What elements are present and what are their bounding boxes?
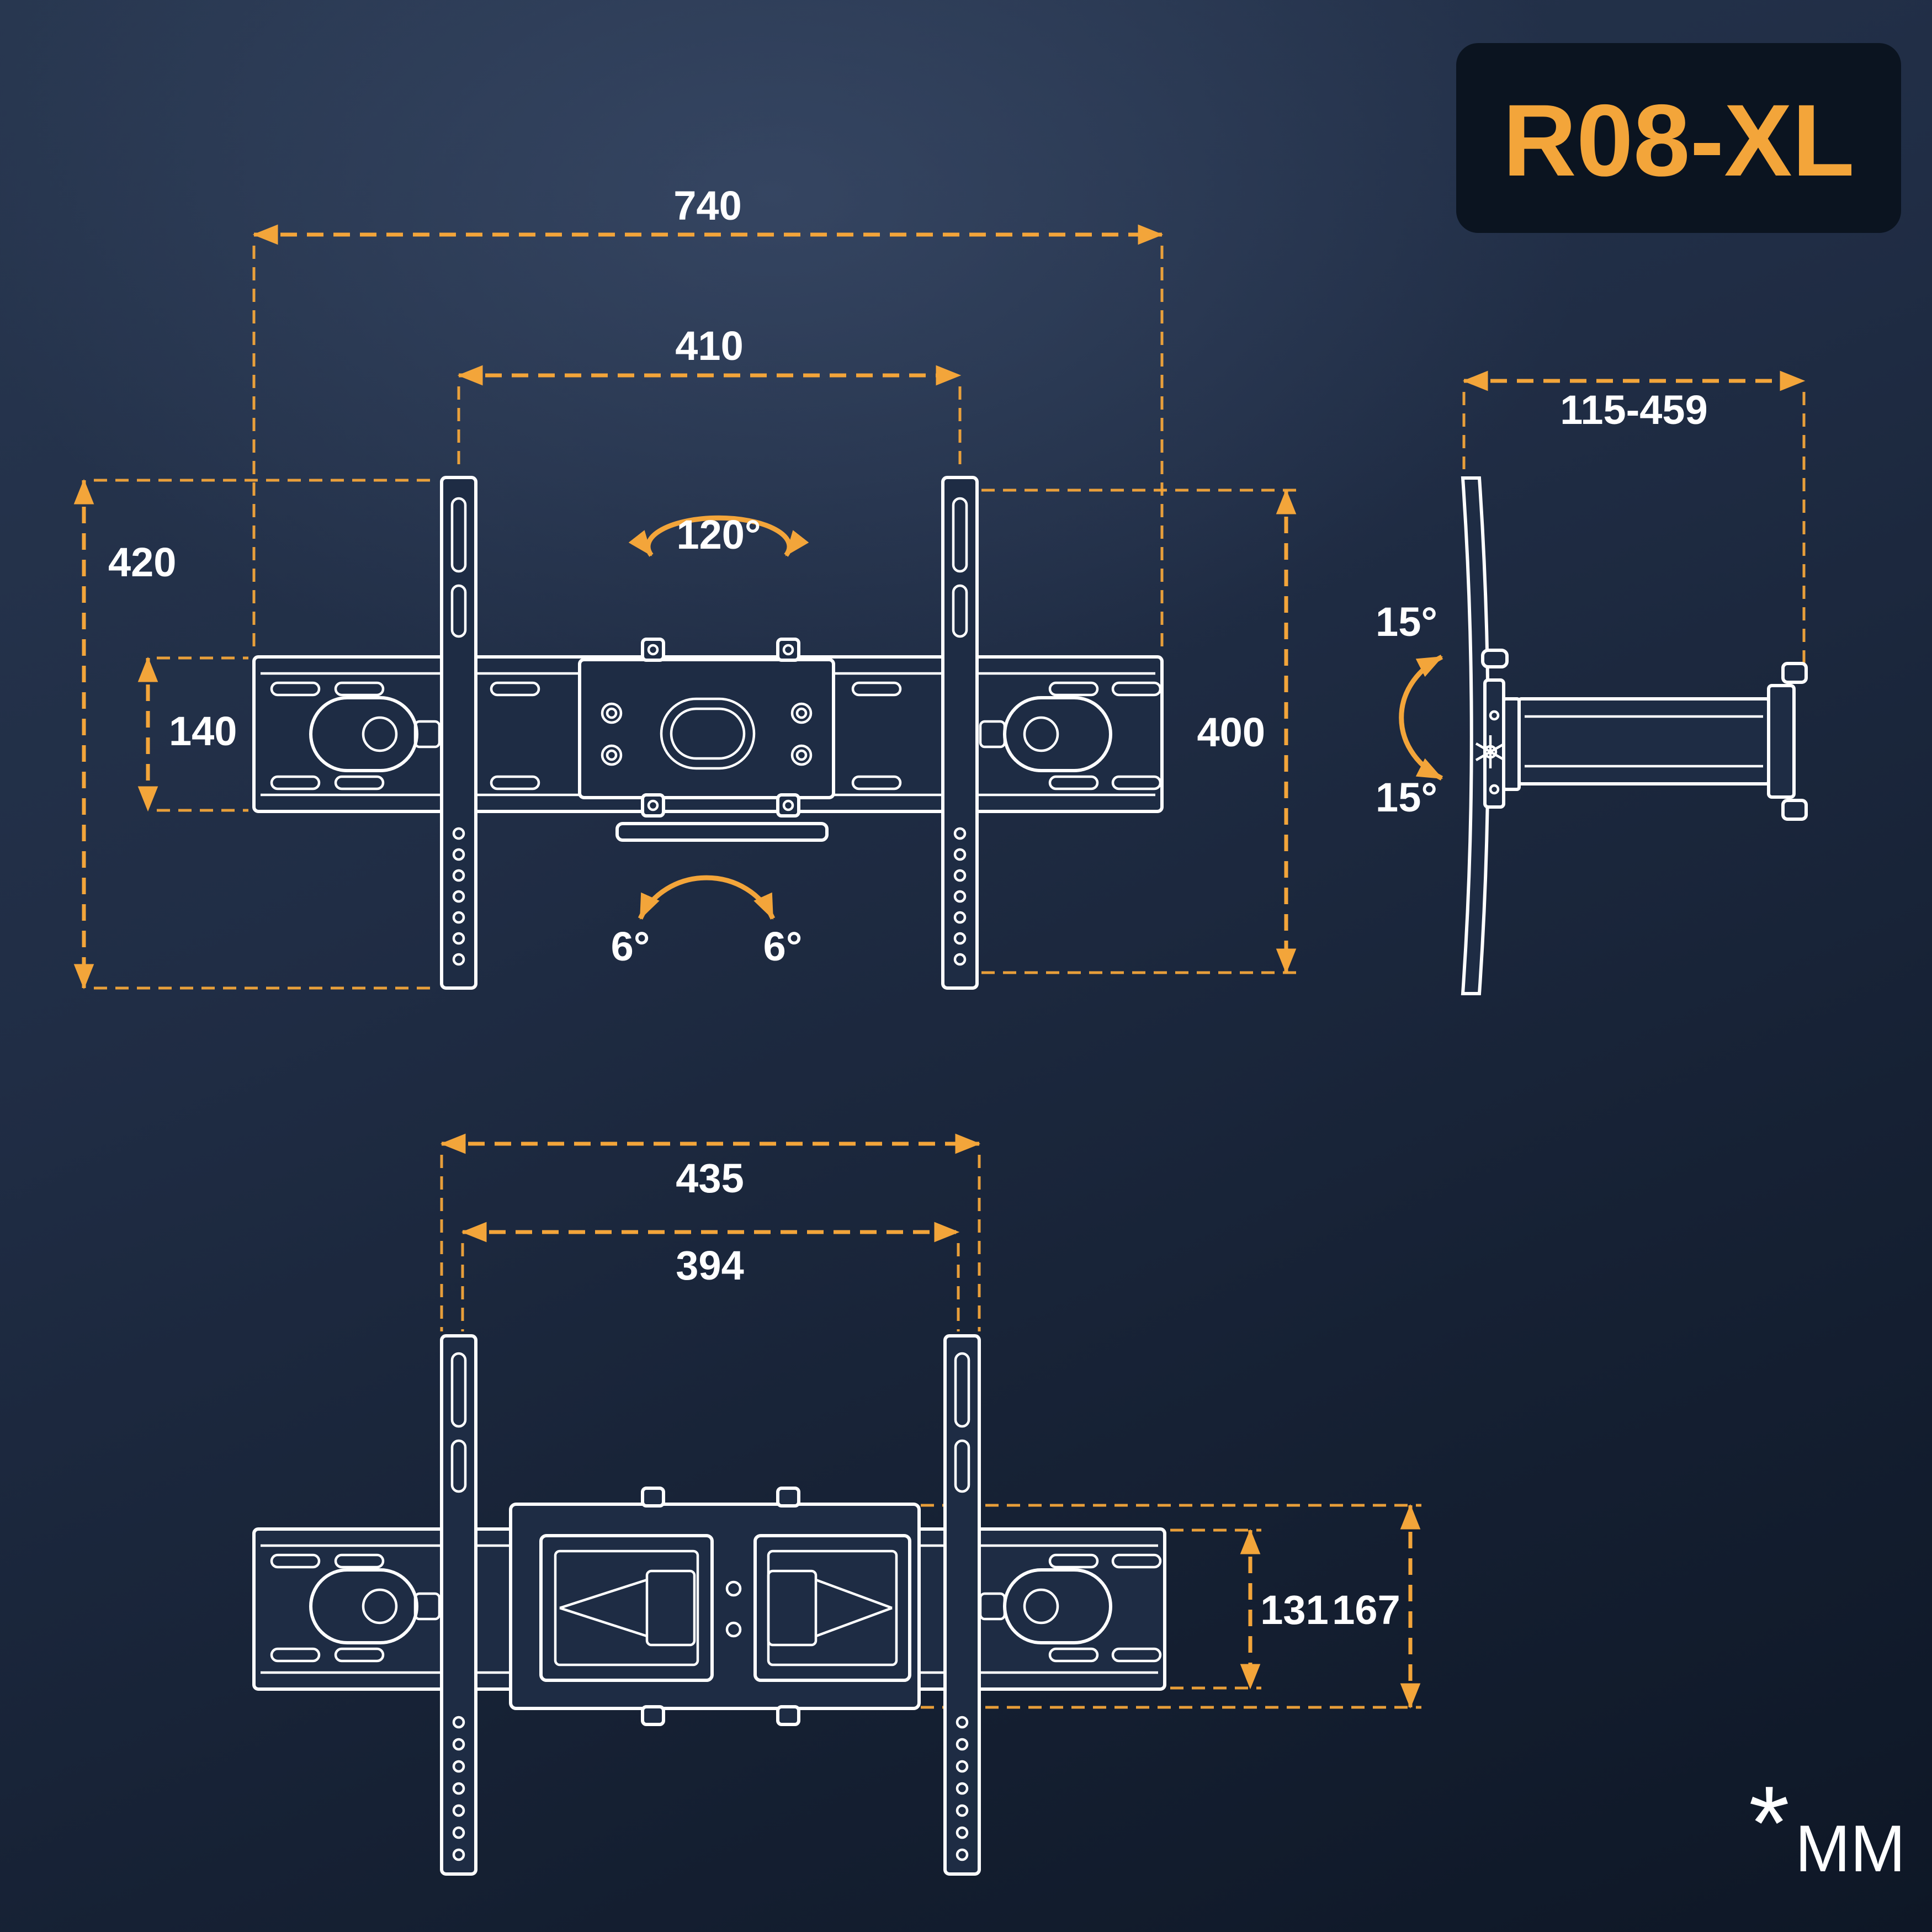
swivel-arrow bbox=[628, 515, 809, 557]
folding-arm-assembly bbox=[509, 1487, 921, 1726]
dimension-layer: 740 410 420 140 400 bbox=[73, 183, 1806, 1709]
side-view-drawing bbox=[1461, 476, 1808, 995]
tilt-bracket bbox=[615, 822, 829, 842]
model-badge-text: R08-XL bbox=[1503, 84, 1854, 198]
left-oval-slot bbox=[309, 696, 441, 772]
dim-front-total-width: 740 bbox=[252, 183, 1164, 651]
dim-label-167: 167 bbox=[1332, 1587, 1400, 1633]
dim-label-420: 420 bbox=[108, 539, 176, 585]
hinge-profile bbox=[1502, 697, 1521, 791]
dim-label-15deg-down: 15° bbox=[1376, 774, 1437, 820]
left-arm-mechanism bbox=[539, 1534, 714, 1682]
tv-rail-left bbox=[442, 477, 476, 988]
tilt-arrow bbox=[1399, 654, 1443, 781]
tv-bracket-profile bbox=[1483, 678, 1505, 809]
model-badge-background bbox=[1456, 43, 1901, 233]
tv-panel-profile bbox=[1461, 476, 1490, 995]
right-arm-mechanism bbox=[753, 1534, 911, 1682]
right-oval-slot bbox=[979, 696, 1112, 772]
dim-label-6deg-right: 6° bbox=[763, 923, 803, 969]
dim-label-140: 140 bbox=[169, 708, 237, 754]
wall-plate-slots bbox=[270, 681, 1162, 790]
dim-label-394: 394 bbox=[676, 1243, 744, 1288]
badge-layer: R08-XL * MM bbox=[1456, 43, 1906, 1886]
front-view-drawing bbox=[252, 477, 1164, 988]
dim-side-tilt: 15° 15° bbox=[1376, 599, 1443, 820]
wall-tab-top bbox=[1781, 662, 1808, 684]
dim-front-bracket-spacing: 410 bbox=[457, 323, 962, 473]
tv-rail-right-top bbox=[945, 1336, 979, 1874]
dim-label-115-459: 115-459 bbox=[1560, 387, 1708, 433]
dim-top-overall-depth: 167 bbox=[921, 1504, 1421, 1709]
tv-rail-left-top bbox=[442, 1336, 476, 1874]
dim-front-right-height: 400 bbox=[981, 489, 1297, 974]
unit-note: * MM bbox=[1749, 1765, 1906, 1886]
dim-front-left-height: 420 bbox=[73, 479, 438, 990]
unit-note-unit: MM bbox=[1795, 1812, 1906, 1886]
wall-plate-top-slots bbox=[270, 1553, 1162, 1663]
dim-label-6deg-left: 6° bbox=[611, 923, 650, 969]
locking-knob bbox=[1475, 735, 1506, 768]
top-hook bbox=[1481, 649, 1509, 668]
left-oval-slot-top bbox=[309, 1568, 441, 1644]
unit-note-asterisk: * bbox=[1749, 1765, 1790, 1882]
dim-label-131: 131 bbox=[1260, 1587, 1328, 1633]
top-view-drawing bbox=[252, 1336, 1166, 1874]
dim-label-740: 740 bbox=[673, 183, 741, 229]
wall-tab-bottom bbox=[1781, 799, 1808, 821]
dim-label-435: 435 bbox=[676, 1155, 744, 1201]
dim-label-15deg-up: 15° bbox=[1376, 599, 1437, 645]
dim-side-extension: 115-459 bbox=[1462, 370, 1806, 677]
dim-front-tilt: 6° 6° bbox=[611, 875, 803, 969]
dim-top-inner-width: 394 bbox=[461, 1222, 960, 1331]
dim-front-plate-height: 140 bbox=[137, 656, 248, 812]
wall-plate-profile bbox=[1767, 684, 1796, 799]
dim-label-410: 410 bbox=[675, 323, 743, 369]
extension-arm bbox=[1517, 697, 1770, 785]
dim-label-400: 400 bbox=[1197, 709, 1265, 755]
dim-label-120deg: 120° bbox=[676, 512, 761, 558]
dim-front-swivel: 120° bbox=[628, 512, 809, 558]
model-badge: R08-XL bbox=[1456, 43, 1901, 233]
swivel-center-plate bbox=[578, 638, 835, 842]
drawing-layer bbox=[252, 476, 1808, 1874]
tv-rail-right bbox=[943, 477, 977, 988]
tilt-arrow bbox=[638, 875, 776, 920]
dim-top-outer-width: 435 bbox=[440, 1133, 981, 1331]
dim-top-plate-depth: 131 bbox=[1170, 1528, 1329, 1690]
